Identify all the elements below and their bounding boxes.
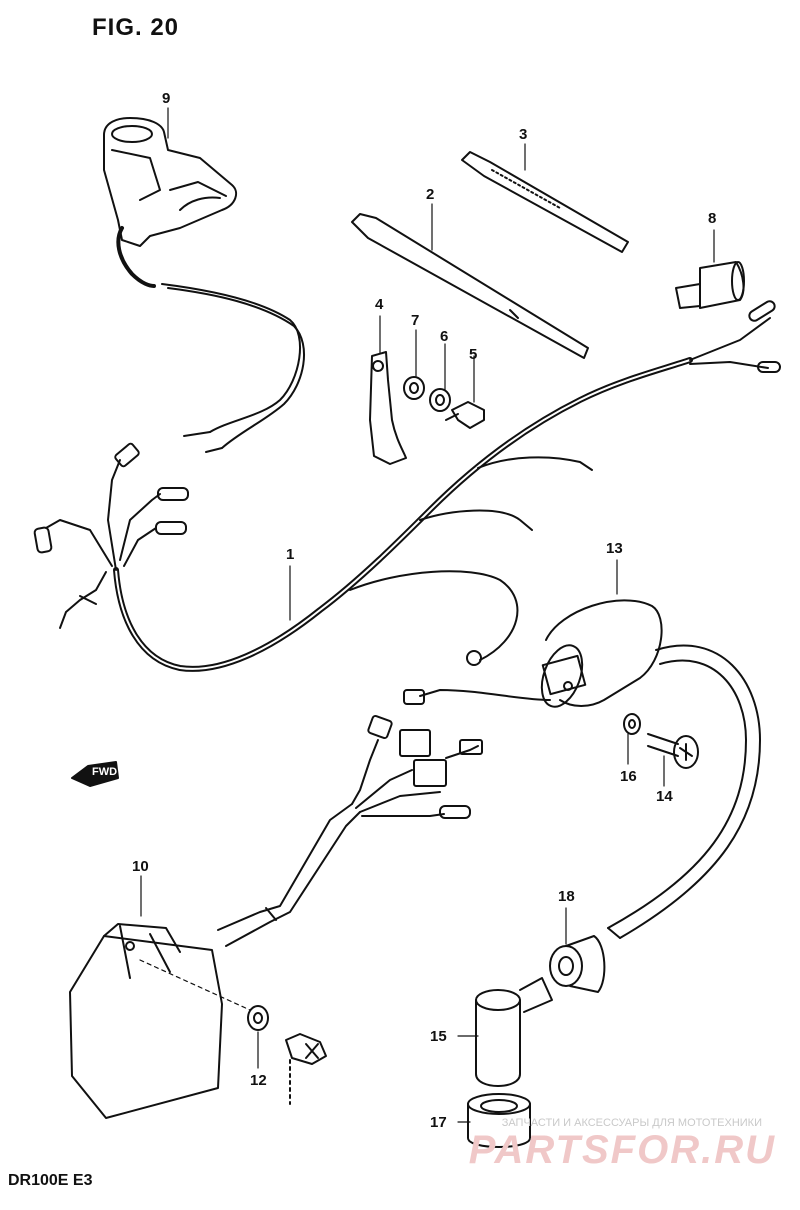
watermark-logo: PARTSFOR.RU: [468, 1128, 776, 1172]
watermark-caption: ЗАПЧАСТИ И АКСЕССУАРЫ ДЛЯ МОТОТЕХНИКИ: [501, 1117, 762, 1129]
model-code: DR100E E3: [8, 1172, 93, 1189]
callout-18: 18: [558, 888, 575, 905]
callout-15: 16: [620, 768, 637, 785]
part-14-bolt: [647, 733, 699, 769]
callout-2: 2: [426, 186, 435, 203]
part-3-cable-tie: [461, 151, 629, 253]
callout-6: 6: [440, 328, 449, 345]
callout-7: 7: [411, 312, 420, 329]
callout-16: 15: [430, 1028, 447, 1045]
callout-9: 9: [162, 90, 171, 107]
callout-3: 3: [519, 126, 528, 143]
part-9-switch: [103, 117, 306, 453]
part-6-washer: [429, 388, 451, 412]
part-17-seal: [467, 1093, 531, 1148]
callout-13: 13: [606, 540, 623, 557]
callout-4: 4: [375, 296, 384, 313]
part-1-wiring-harness: [33, 300, 781, 672]
part-15-washer: [623, 713, 641, 735]
callout-5: 5: [469, 346, 478, 363]
part-10-cdi-unit: [69, 714, 483, 1119]
part-2-band: [351, 213, 589, 359]
part-8-cap: [675, 261, 745, 309]
part-4-bracket: [369, 351, 407, 465]
callout-8: 8: [708, 210, 717, 227]
part-5-bolt: [445, 401, 485, 429]
part-13-ignition-coil: [403, 599, 761, 939]
part-16-plug-cap: [475, 977, 553, 1087]
part-12-screw: [285, 1033, 327, 1105]
callout-12: 12: [250, 1072, 267, 1089]
callout-1: 1: [286, 546, 295, 563]
fwd-arrow-icon: [71, 761, 119, 787]
callout-17: 17: [430, 1114, 447, 1131]
leader-lines: [139, 107, 715, 1123]
callout-14: 14: [656, 788, 673, 805]
part-7-washer: [403, 376, 425, 400]
callout-10: 10: [132, 858, 149, 875]
part-18-grommet: [549, 935, 606, 993]
figure-title: FIG. 20: [92, 14, 180, 41]
part-12-washer: [247, 1005, 269, 1031]
fwd-label: FWD: [92, 766, 118, 778]
